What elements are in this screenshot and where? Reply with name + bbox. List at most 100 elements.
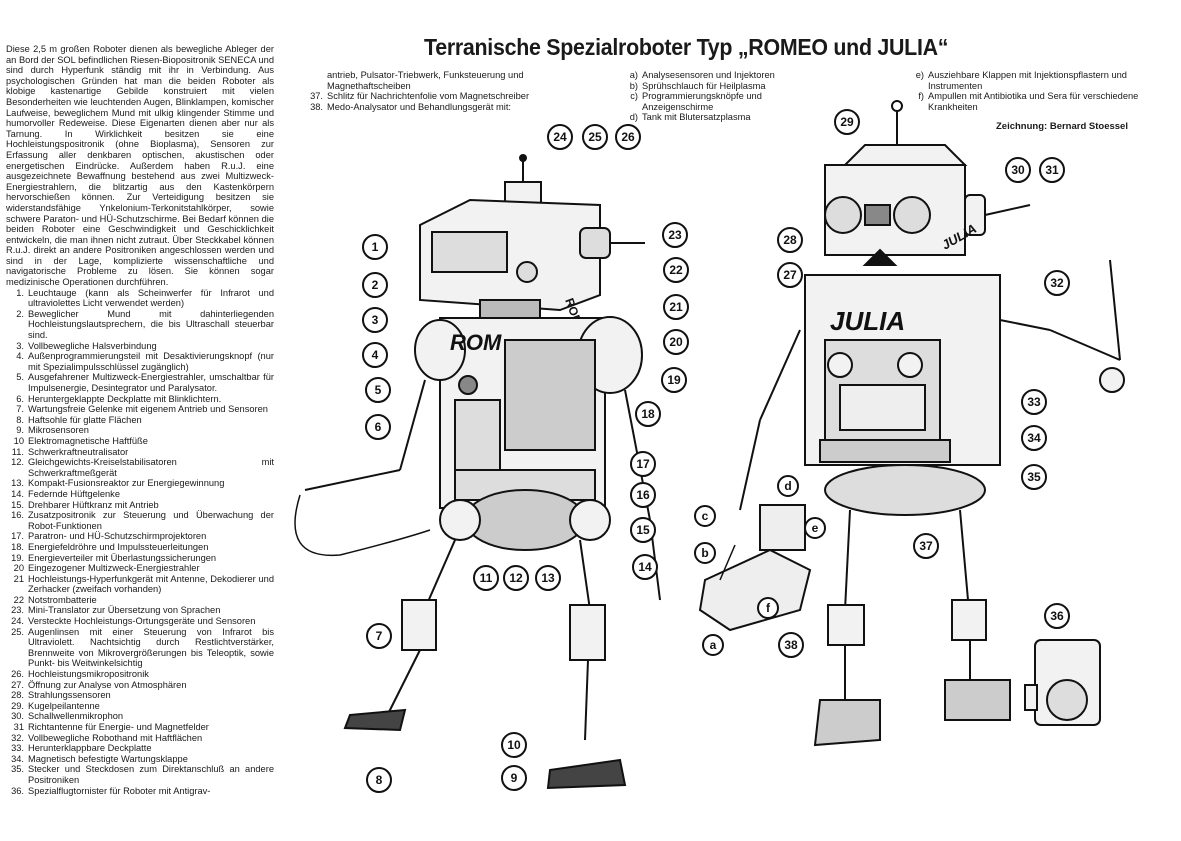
callout-34: 34 — [1021, 425, 1047, 451]
legend-item-number: 15. — [11, 499, 24, 510]
callout-15: 15 — [630, 517, 656, 543]
legend-item-text: Strahlungssensoren — [28, 690, 111, 701]
legend-item-number: 24. — [11, 616, 24, 627]
callout-19: 19 — [661, 367, 687, 393]
callout-label: 7 — [376, 629, 383, 643]
legend-item-number: 5. — [16, 372, 24, 383]
legend-item-text: Sprühschlauch für Heilplasma — [642, 80, 766, 91]
legend-item-number: 28. — [11, 690, 24, 701]
callout-29: 29 — [834, 109, 860, 135]
romeo-robot: ROMEO ROM — [294, 154, 661, 790]
callout-26: 26 — [615, 124, 641, 150]
callout-35: 35 — [1021, 464, 1047, 490]
callout-label: 1 — [372, 240, 379, 254]
callout-17: 17 — [630, 451, 656, 477]
callout-36: 36 — [1044, 603, 1070, 629]
callout-e: e — [804, 517, 826, 539]
callout-label: 24 — [553, 130, 567, 144]
legend-item: 30.Schallwellenmikrophon — [6, 711, 274, 722]
callout-circle — [630, 451, 656, 477]
callout-label: 3 — [372, 313, 379, 327]
callout-circle — [757, 597, 779, 619]
callout-1: 1 — [362, 234, 388, 260]
legend-item-number: 34. — [11, 753, 24, 764]
legend-item-text: Außenprogrammierungsteil mit Desaktivier… — [28, 351, 274, 372]
romeo-hip — [464, 489, 586, 551]
legend-item-number: 32. — [11, 732, 24, 743]
legend-item-number: 16. — [11, 510, 24, 521]
callout-label: 16 — [636, 488, 650, 502]
legend-item: f)Ampullen mit Antibiotika und Sera für … — [906, 91, 1146, 112]
legend-item-number: 4. — [16, 351, 24, 362]
legend-item-text: Magnetisch befestigte Wartungsklappe — [28, 753, 188, 764]
callout-circle — [503, 565, 529, 591]
legend-item: 12.Gleichgewichts-Kreiselstabilisatoren … — [6, 457, 274, 478]
callout-label: 27 — [783, 268, 797, 282]
legend-item-text: Schlitz für Nachrichtenfolie vom Magnets… — [327, 91, 530, 102]
legend-item: 33.Herunterklappbare Deckplatte — [6, 743, 274, 754]
callout-11: 11 — [473, 565, 499, 591]
legend-item-text: Paratron- und HÜ-Schutzschirmprojektoren — [28, 531, 207, 542]
callout-label: e — [812, 521, 819, 535]
callout-circle — [630, 517, 656, 543]
callout-18: 18 — [635, 401, 661, 427]
callout-b: b — [694, 542, 716, 564]
callout-label: 38 — [784, 638, 798, 652]
callout-28: 28 — [777, 227, 803, 253]
callout-label: 22 — [669, 263, 683, 277]
callout-circle — [778, 632, 804, 658]
legend-item-text: Eingezogener Multizweck-Energiestrahler — [28, 563, 200, 574]
callout-label: 28 — [783, 233, 797, 247]
legend-item-text: Wartungsfreie Gelenke mit eigenem Antrie… — [28, 404, 268, 415]
legend-item: 25.Augenlinsen mit einer Steuerung von I… — [6, 627, 274, 669]
intro-text-column: Diese 2,5 m großen Roboter dienen als be… — [6, 44, 274, 796]
legend-item: b) Sprühschlauch für Heilplasma — [620, 81, 820, 92]
legend-item-number: 25. — [11, 626, 24, 637]
callout-circle — [501, 765, 527, 791]
callout-13: 13 — [535, 565, 561, 591]
page-title: Terranische Spezialroboter Typ „ROMEO un… — [424, 34, 949, 60]
legend-item-number: c) — [630, 91, 638, 102]
callout-label: f — [766, 601, 771, 615]
legend-list: 1.Leuchtauge (kann als Scheinwerfer für … — [6, 288, 274, 797]
legend-item-text: Kompakt-Fusionsreaktor zur Energiegewinn… — [28, 478, 225, 489]
legend-item: 8.Haftsohle für glatte Flächen — [6, 415, 274, 426]
legend-item-text: Kugelpeilantenne — [28, 700, 100, 711]
callout-circle — [582, 124, 608, 150]
legend-item-text: Herunterklappbare Deckplatte — [28, 743, 152, 754]
legend-item: 29.Kugelpeilantenne — [6, 701, 274, 712]
callout-circle — [1021, 425, 1047, 451]
callout-label: 19 — [667, 373, 681, 387]
legend-item-number: 31 — [13, 722, 24, 732]
callout-8: 8 — [366, 767, 392, 793]
legend-item-text: Schwerkraftneutralisator — [28, 446, 129, 457]
legend-item: 3.Vollbewegliche Halsverbindung — [6, 341, 274, 352]
julia-eye-left — [824, 196, 862, 234]
callout-37: 37 — [913, 533, 939, 559]
legend-item-text: Mini-Translator zur Übersetzung von Spra… — [28, 605, 221, 616]
callout-label: 12 — [509, 571, 523, 585]
callout-label: c — [702, 509, 709, 523]
legend-item-number: 14. — [11, 488, 24, 499]
legend-item-text: Energiefeldröhre und Impulssteuerleitung… — [28, 541, 209, 552]
legend-item-number: b) — [629, 80, 638, 91]
callout-7: 7 — [366, 623, 392, 649]
legend-item-number: 36. — [11, 785, 24, 796]
legend-item: 1.Leuchtauge (kann als Scheinwerfer für … — [6, 288, 274, 309]
legend-item-text: Ausgefahrener Multizweck-Energiestrahler… — [28, 372, 274, 393]
callout-12: 12 — [503, 565, 529, 591]
callout-circle — [501, 732, 527, 758]
legend-item-number: 27. — [11, 679, 24, 690]
legend-item-text: Federnde Hüftgelenke — [28, 488, 120, 499]
legend-item-text: Öffnung zur Analyse von Atmosphären — [28, 679, 187, 690]
legend-item-number: 22 — [13, 594, 24, 605]
callout-label: 17 — [636, 457, 650, 471]
callout-38: 38 — [778, 632, 804, 658]
callout-label: 30 — [1011, 163, 1025, 177]
callout-3: 3 — [362, 307, 388, 333]
romeo-head — [419, 198, 601, 312]
callout-label: 18 — [641, 407, 655, 421]
legend-item-text: Ausziehbare Klappen mit Injektionspflast… — [928, 70, 1127, 91]
callout-label: b — [701, 546, 708, 560]
legend-item-number: d) — [629, 112, 638, 123]
